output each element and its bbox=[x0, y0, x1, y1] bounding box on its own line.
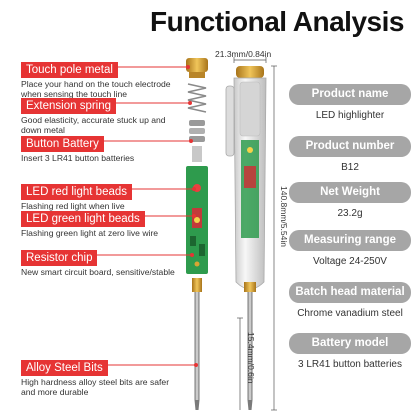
spec-value: B12 bbox=[341, 162, 359, 173]
component-led-green: LED green light beads Flashing green lig… bbox=[21, 209, 179, 238]
circuit-board-part bbox=[186, 166, 208, 274]
component-touch-pole: Touch pole metal Place your hand on the … bbox=[21, 60, 179, 99]
touch-pole-metal-part bbox=[186, 58, 208, 78]
spec-product-number: Product number B12 bbox=[289, 136, 411, 173]
spec-header: Product number bbox=[289, 136, 411, 157]
page-title: Functional Analysis bbox=[150, 6, 404, 37]
spec-net-weight: Net Weight 23.2g bbox=[289, 182, 411, 219]
spec-value: 23.2g bbox=[337, 208, 363, 219]
spec-value: Voltage 24-250V bbox=[313, 256, 387, 267]
spec-header: Product name bbox=[289, 84, 411, 105]
button-battery-part bbox=[189, 120, 205, 162]
spec-value: LED highlighter bbox=[315, 110, 385, 121]
component-label: LED red light beads bbox=[21, 184, 133, 200]
component-label: Extension spring bbox=[21, 98, 117, 114]
leader-lines bbox=[89, 66, 195, 366]
component-description: Good elasticity, accurate stuck up and d… bbox=[21, 115, 166, 135]
spec-header: Batch head material bbox=[289, 282, 411, 303]
spec-value: 3 LR41 button batteries bbox=[298, 359, 402, 370]
spec-value: Chrome vanadium steel bbox=[297, 308, 403, 319]
spec-batch-head-material: Batch head material Chrome vanadium stee… bbox=[289, 282, 411, 319]
component-label: Touch pole metal bbox=[21, 62, 118, 78]
component-description: Flashing red light when live bbox=[21, 201, 125, 211]
component-description: High hardness alloy steel bits are safer… bbox=[21, 377, 170, 397]
spec-header: Measuring range bbox=[289, 230, 411, 251]
spec-header: Battery model bbox=[289, 333, 411, 354]
component-label: Alloy Steel Bits bbox=[21, 360, 108, 376]
dimension-lines bbox=[233, 57, 277, 411]
component-extension-spring: Extension spring Good elasticity, accura… bbox=[21, 96, 179, 135]
component-led-red: LED red light beads Flashing red light w… bbox=[21, 182, 179, 211]
extension-spring-part bbox=[187, 83, 207, 113]
spec-battery-model: Battery model 3 LR41 button batteries bbox=[289, 333, 411, 370]
spec-measuring-range: Measuring range Voltage 24-250V bbox=[289, 230, 411, 267]
component-description: New smart circuit board, sensitive/stabl… bbox=[21, 267, 175, 277]
component-label: LED green light beads bbox=[21, 211, 145, 227]
component-label: Button Battery bbox=[21, 136, 104, 152]
steel-bit-part bbox=[192, 278, 202, 410]
component-description: Place your hand on the touch electrode w… bbox=[21, 79, 171, 99]
component-alloy-steel-bits: Alloy Steel Bits High hardness alloy ste… bbox=[21, 358, 171, 397]
component-description: Insert 3 LR41 button batteries bbox=[21, 153, 135, 163]
component-description: Flashing green light at zero live wire bbox=[21, 228, 159, 238]
component-button-battery: Button Battery Insert 3 LR41 button batt… bbox=[21, 134, 179, 163]
assembled-pen bbox=[225, 66, 267, 410]
component-resistor-chip: Resistor chip New smart circuit board, s… bbox=[21, 248, 179, 277]
spec-header: Net Weight bbox=[289, 182, 411, 203]
length-dimension: 140.8mm/5.54in bbox=[279, 186, 289, 247]
spec-product-name: Product name LED highlighter bbox=[289, 84, 411, 121]
component-label: Resistor chip bbox=[21, 250, 98, 266]
width-dimension: 21.3mm/0.84in bbox=[215, 49, 272, 59]
tip-dimension: 15.4mm/0.6in bbox=[246, 332, 256, 384]
